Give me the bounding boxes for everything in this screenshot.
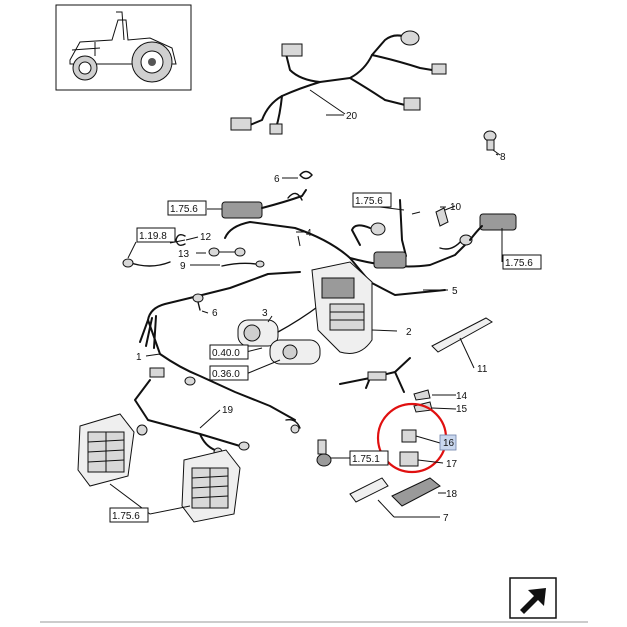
part-6-clip	[282, 170, 313, 180]
ref-box-3: 1.19.8	[136, 227, 176, 243]
headlight-left	[77, 413, 135, 487]
connector-left	[207, 189, 307, 219]
callout-12: 12	[200, 232, 212, 243]
callout-14: 14	[456, 391, 468, 402]
harness-4-5	[224, 199, 517, 296]
callout-19: 19	[222, 405, 234, 416]
callout-1: 1	[136, 352, 142, 363]
ref-label: 1.75.6	[112, 511, 140, 522]
callout-2: 2	[406, 327, 412, 338]
callout-20: 20	[346, 111, 358, 122]
callout-4: 4	[306, 228, 312, 239]
callout-17: 17	[446, 459, 458, 470]
harness-19	[134, 379, 250, 457]
callout-13: 13	[178, 249, 190, 260]
harness-20	[230, 30, 447, 135]
ref-label: 0.40.0	[212, 348, 240, 359]
ref-box-8: 1.75.6	[109, 507, 149, 523]
ref-label: 1.75.6	[505, 258, 533, 269]
item-16-highlight-tag	[439, 434, 457, 451]
callout-5: 5	[452, 286, 458, 297]
callout-16: 16	[443, 438, 455, 449]
part-11-strip	[431, 317, 493, 369]
ref-label: 0.36.0	[212, 369, 240, 380]
left-small-parts	[122, 233, 265, 268]
starter-assembly	[237, 304, 321, 375]
callout-18: 18	[446, 489, 458, 500]
callout-6: 6	[212, 308, 218, 319]
central-unit-2	[311, 261, 398, 354]
ref-box-5: 0.40.0	[209, 344, 249, 360]
callout-3: 3	[262, 308, 268, 319]
harness-1	[139, 271, 301, 434]
part-18-7	[349, 477, 446, 518]
callout-6: 6	[274, 174, 280, 185]
ref-box-6: 0.36.0	[209, 365, 249, 381]
branch-harness	[339, 357, 457, 413]
ref-box-7: 1.75.1	[349, 450, 389, 466]
headlight-leader	[109, 483, 191, 515]
next-page-arrow-icon[interactable]	[509, 577, 557, 619]
ref-box-2: 1.75.6	[352, 192, 392, 208]
ref-label: 1.19.8	[139, 231, 167, 242]
callout-8: 8	[500, 152, 506, 163]
ref-box-1: 1.75.6	[167, 200, 207, 216]
callout-11: 11	[477, 364, 488, 375]
ref-label: 1.75.6	[355, 196, 383, 207]
ref-label: 1.75.1	[352, 454, 380, 465]
ref-label: 1.75.6	[170, 204, 198, 215]
callout-15: 15	[456, 404, 468, 415]
highlight-ring	[376, 402, 457, 474]
headlight-right	[181, 449, 241, 523]
part-8-plug	[483, 130, 501, 156]
callout-9: 9	[180, 261, 186, 272]
part-10-sensor	[435, 205, 456, 227]
tractor-thumbnail	[55, 4, 192, 91]
ref-box-4: 1.75.6	[502, 254, 542, 270]
part-plug-1751	[316, 439, 350, 467]
callout-7: 7	[443, 513, 449, 524]
callout-10: 10	[450, 202, 462, 213]
